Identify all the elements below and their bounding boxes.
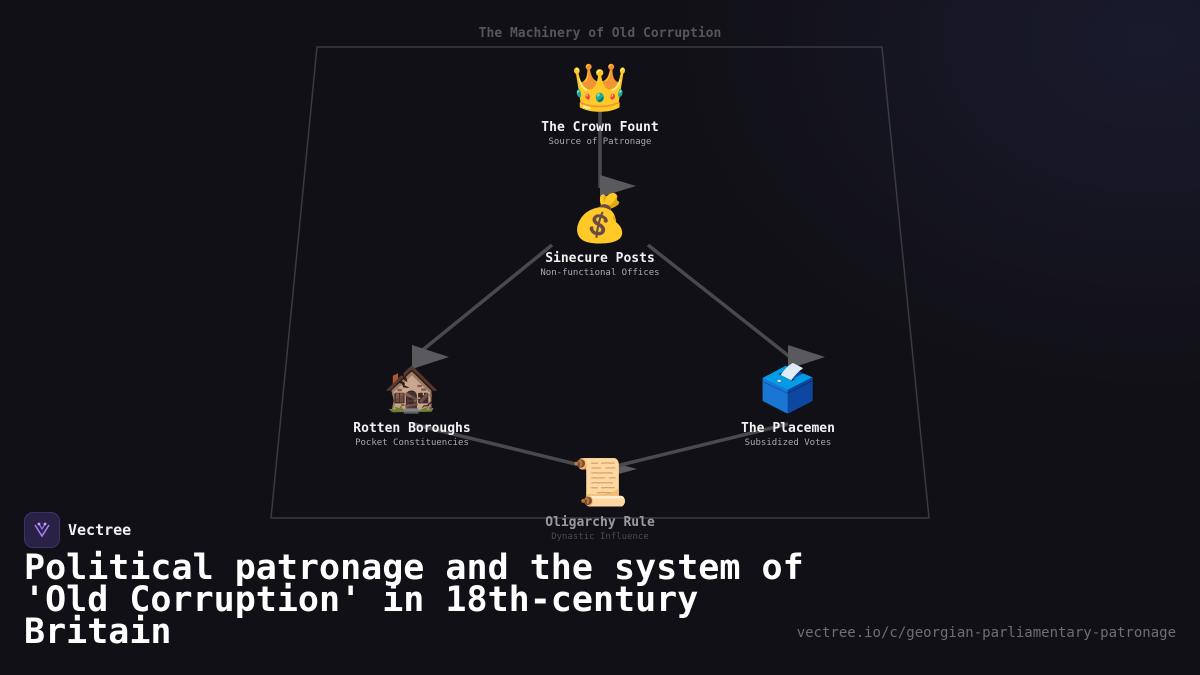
derelict-house-icon: 🏚️ [383, 361, 441, 415]
vectree-logo-icon [24, 512, 60, 548]
node-placemen[interactable]: 🗳️ The Placemen Subsidized Votes [688, 361, 888, 448]
page-title: Political patronage and the system of 'O… [24, 548, 804, 652]
crown-icon: 👑 [571, 60, 629, 114]
money-bag-icon: 💰 [571, 191, 629, 245]
node-rotten-boroughs[interactable]: 🏚️ Rotten Boroughs Pocket Constituencies [312, 361, 512, 448]
node-crown-fount[interactable]: 👑 The Crown Fount Source of Patronage [500, 60, 700, 147]
edge-line [412, 243, 554, 359]
diagram-frame [270, 46, 930, 519]
node-oligarchy-rule[interactable]: 📜 Oligarchy Rule Dynastic Influence [500, 455, 700, 542]
diagram-title: The Machinery of Old Corruption [478, 26, 722, 41]
node-subtitle: Pocket Constituencies [355, 438, 469, 448]
edge-arrowhead [600, 459, 637, 479]
node-subtitle: Subsidized Votes [744, 438, 832, 448]
edge-line [411, 422, 597, 471]
node-label: Rotten Boroughs [353, 421, 471, 436]
node-sinecure-posts[interactable]: 💰 Sinecure Posts Non-functional Offices [500, 191, 700, 278]
edge-layer [411, 100, 825, 479]
edge-arrowhead [600, 175, 636, 197]
node-label: Oligarchy Rule [545, 515, 655, 530]
edge-line [603, 422, 789, 471]
edge-line [646, 243, 792, 359]
node-label: The Crown Fount [541, 120, 659, 135]
brand-name: Vectree [68, 521, 132, 539]
node-subtitle: Non-functional Offices [540, 268, 660, 278]
edge-arrowhead [788, 345, 825, 369]
node-subtitle: Source of Patronage [548, 137, 652, 147]
brand[interactable]: Vectree [24, 512, 131, 548]
node-label: The Placemen [741, 421, 835, 436]
source-url[interactable]: vectree.io/c/georgian-parliamentary-patr… [796, 625, 1176, 641]
node-subtitle: Dynastic Influence [551, 532, 649, 542]
ballot-box-icon: 🗳️ [759, 361, 817, 415]
scroll-icon: 📜 [571, 455, 629, 509]
node-label: Sinecure Posts [545, 251, 655, 266]
edge-arrowhead [412, 345, 449, 369]
